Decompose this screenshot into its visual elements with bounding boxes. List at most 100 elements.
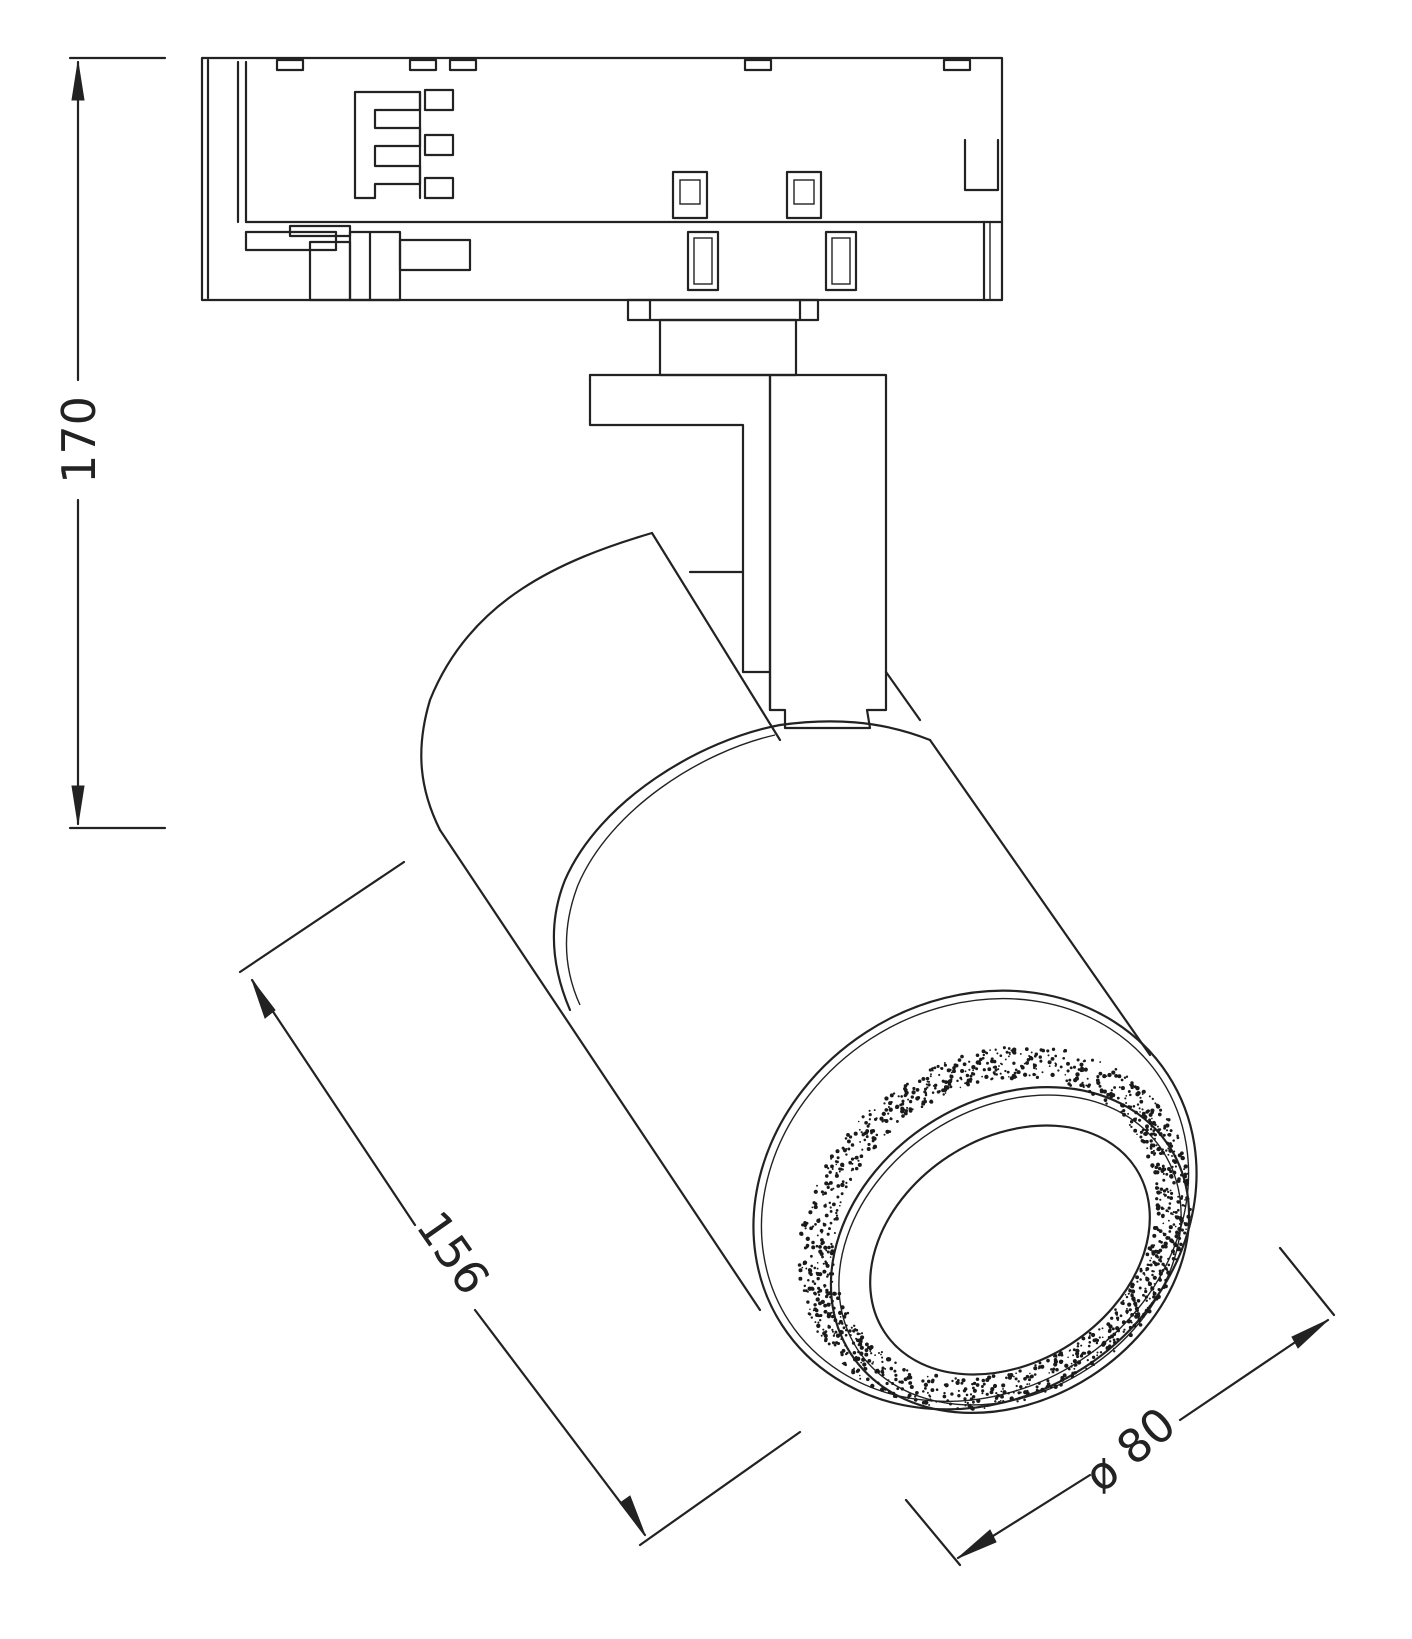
texture-dot bbox=[1173, 1150, 1176, 1153]
texture-dot bbox=[1155, 1206, 1161, 1211]
texture-dot bbox=[845, 1153, 848, 1156]
texture-dot bbox=[1165, 1172, 1169, 1176]
texture-dot bbox=[1026, 1383, 1029, 1386]
texture-dot bbox=[1111, 1070, 1116, 1075]
texture-dot bbox=[1075, 1351, 1080, 1356]
texture-dot bbox=[884, 1119, 889, 1123]
texture-dot bbox=[903, 1377, 908, 1382]
texture-dot bbox=[813, 1205, 818, 1210]
texture-dot bbox=[1149, 1248, 1153, 1251]
texture-dot bbox=[830, 1242, 833, 1246]
texture-dot bbox=[912, 1086, 916, 1091]
texture-dot bbox=[842, 1165, 845, 1168]
texture-dot bbox=[1076, 1360, 1082, 1365]
texture-dot bbox=[1103, 1342, 1107, 1346]
texture-dot bbox=[1122, 1109, 1126, 1113]
texture-dot bbox=[859, 1140, 862, 1143]
texture-dot bbox=[1069, 1066, 1073, 1070]
texture-dot bbox=[879, 1387, 885, 1392]
texture-dot bbox=[888, 1101, 893, 1106]
texture-dot bbox=[1148, 1304, 1152, 1308]
texture-dot bbox=[1098, 1071, 1103, 1076]
texture-dot bbox=[1087, 1336, 1091, 1340]
texture-dot bbox=[873, 1117, 878, 1121]
texture-dot bbox=[1045, 1385, 1050, 1389]
texture-dot bbox=[944, 1080, 948, 1084]
texture-dot bbox=[846, 1132, 850, 1137]
texture-dot bbox=[1176, 1134, 1179, 1138]
texture-dot bbox=[1127, 1302, 1132, 1307]
texture-dot bbox=[825, 1249, 828, 1252]
texture-dot bbox=[857, 1162, 862, 1167]
texture-dot bbox=[956, 1407, 960, 1410]
texture-dot bbox=[834, 1173, 839, 1178]
texture-dot bbox=[816, 1323, 821, 1328]
texture-dot bbox=[868, 1143, 871, 1146]
texture-dot bbox=[822, 1331, 827, 1336]
texture-dot bbox=[969, 1393, 973, 1396]
texture-dot bbox=[971, 1065, 976, 1070]
texture-dot bbox=[874, 1354, 877, 1357]
texture-dot bbox=[1019, 1391, 1022, 1394]
texture-dot bbox=[1184, 1182, 1189, 1187]
diameter-label: ø 80 bbox=[1074, 1396, 1186, 1502]
texture-dot bbox=[1145, 1139, 1149, 1144]
texture-dot bbox=[1057, 1353, 1061, 1357]
texture-dot bbox=[864, 1348, 869, 1353]
texture-dot bbox=[1048, 1372, 1051, 1374]
texture-dot bbox=[1114, 1308, 1117, 1311]
texture-dot bbox=[1128, 1325, 1132, 1330]
texture-dot bbox=[823, 1303, 828, 1308]
texture-dot bbox=[1174, 1234, 1179, 1239]
texture-dot bbox=[1039, 1048, 1043, 1052]
texture-dot bbox=[1020, 1065, 1025, 1070]
texture-dot bbox=[1172, 1139, 1175, 1142]
texture-dot bbox=[1146, 1306, 1150, 1310]
texture-dot bbox=[1085, 1084, 1088, 1087]
texture-dot bbox=[1010, 1049, 1013, 1052]
texture-dot bbox=[950, 1078, 953, 1081]
texture-dot bbox=[853, 1157, 856, 1160]
texture-dot bbox=[818, 1249, 823, 1254]
arrow-diameter-left bbox=[957, 1529, 997, 1559]
texture-dot bbox=[954, 1377, 957, 1380]
texture-dot bbox=[798, 1268, 803, 1273]
texture-dot bbox=[1049, 1385, 1053, 1389]
texture-dot bbox=[985, 1377, 990, 1383]
texture-dot bbox=[1152, 1260, 1156, 1265]
texture-dot bbox=[1167, 1147, 1170, 1150]
front-lens bbox=[752, 989, 1198, 1414]
texture-dot bbox=[1143, 1295, 1146, 1297]
texture-dot bbox=[1128, 1124, 1131, 1126]
texture-dot bbox=[841, 1180, 845, 1183]
texture-dot bbox=[1160, 1240, 1163, 1244]
texture-dot bbox=[1155, 1203, 1160, 1208]
texture-dot bbox=[928, 1404, 931, 1406]
texture-dot bbox=[1168, 1225, 1173, 1230]
texture-dot bbox=[1032, 1063, 1037, 1068]
texture-dot bbox=[1028, 1074, 1031, 1077]
texture-dot bbox=[828, 1272, 832, 1276]
texture-dot bbox=[960, 1068, 965, 1074]
texture-dot bbox=[829, 1221, 833, 1225]
texture-dot bbox=[860, 1361, 863, 1364]
texture-dot bbox=[884, 1367, 887, 1370]
texture-dot bbox=[966, 1078, 971, 1083]
texture-dot bbox=[1060, 1353, 1064, 1357]
texture-dot bbox=[1141, 1108, 1144, 1111]
texture-dot bbox=[1026, 1058, 1031, 1062]
texture-dot bbox=[1150, 1150, 1154, 1155]
texture-dot bbox=[1149, 1147, 1153, 1150]
texture-dot bbox=[1167, 1219, 1170, 1222]
texture-dot bbox=[950, 1392, 954, 1396]
texture-dot bbox=[1150, 1163, 1155, 1168]
texture-dot bbox=[871, 1136, 876, 1141]
texture-dot bbox=[1166, 1270, 1171, 1275]
texture-dot bbox=[1101, 1336, 1104, 1339]
texture-dot bbox=[934, 1086, 937, 1090]
texture-dot bbox=[981, 1392, 984, 1395]
texture-dot bbox=[866, 1132, 869, 1135]
texture-dot bbox=[811, 1225, 815, 1228]
texture-dot bbox=[1152, 1270, 1155, 1273]
texture-dot bbox=[1035, 1388, 1039, 1392]
